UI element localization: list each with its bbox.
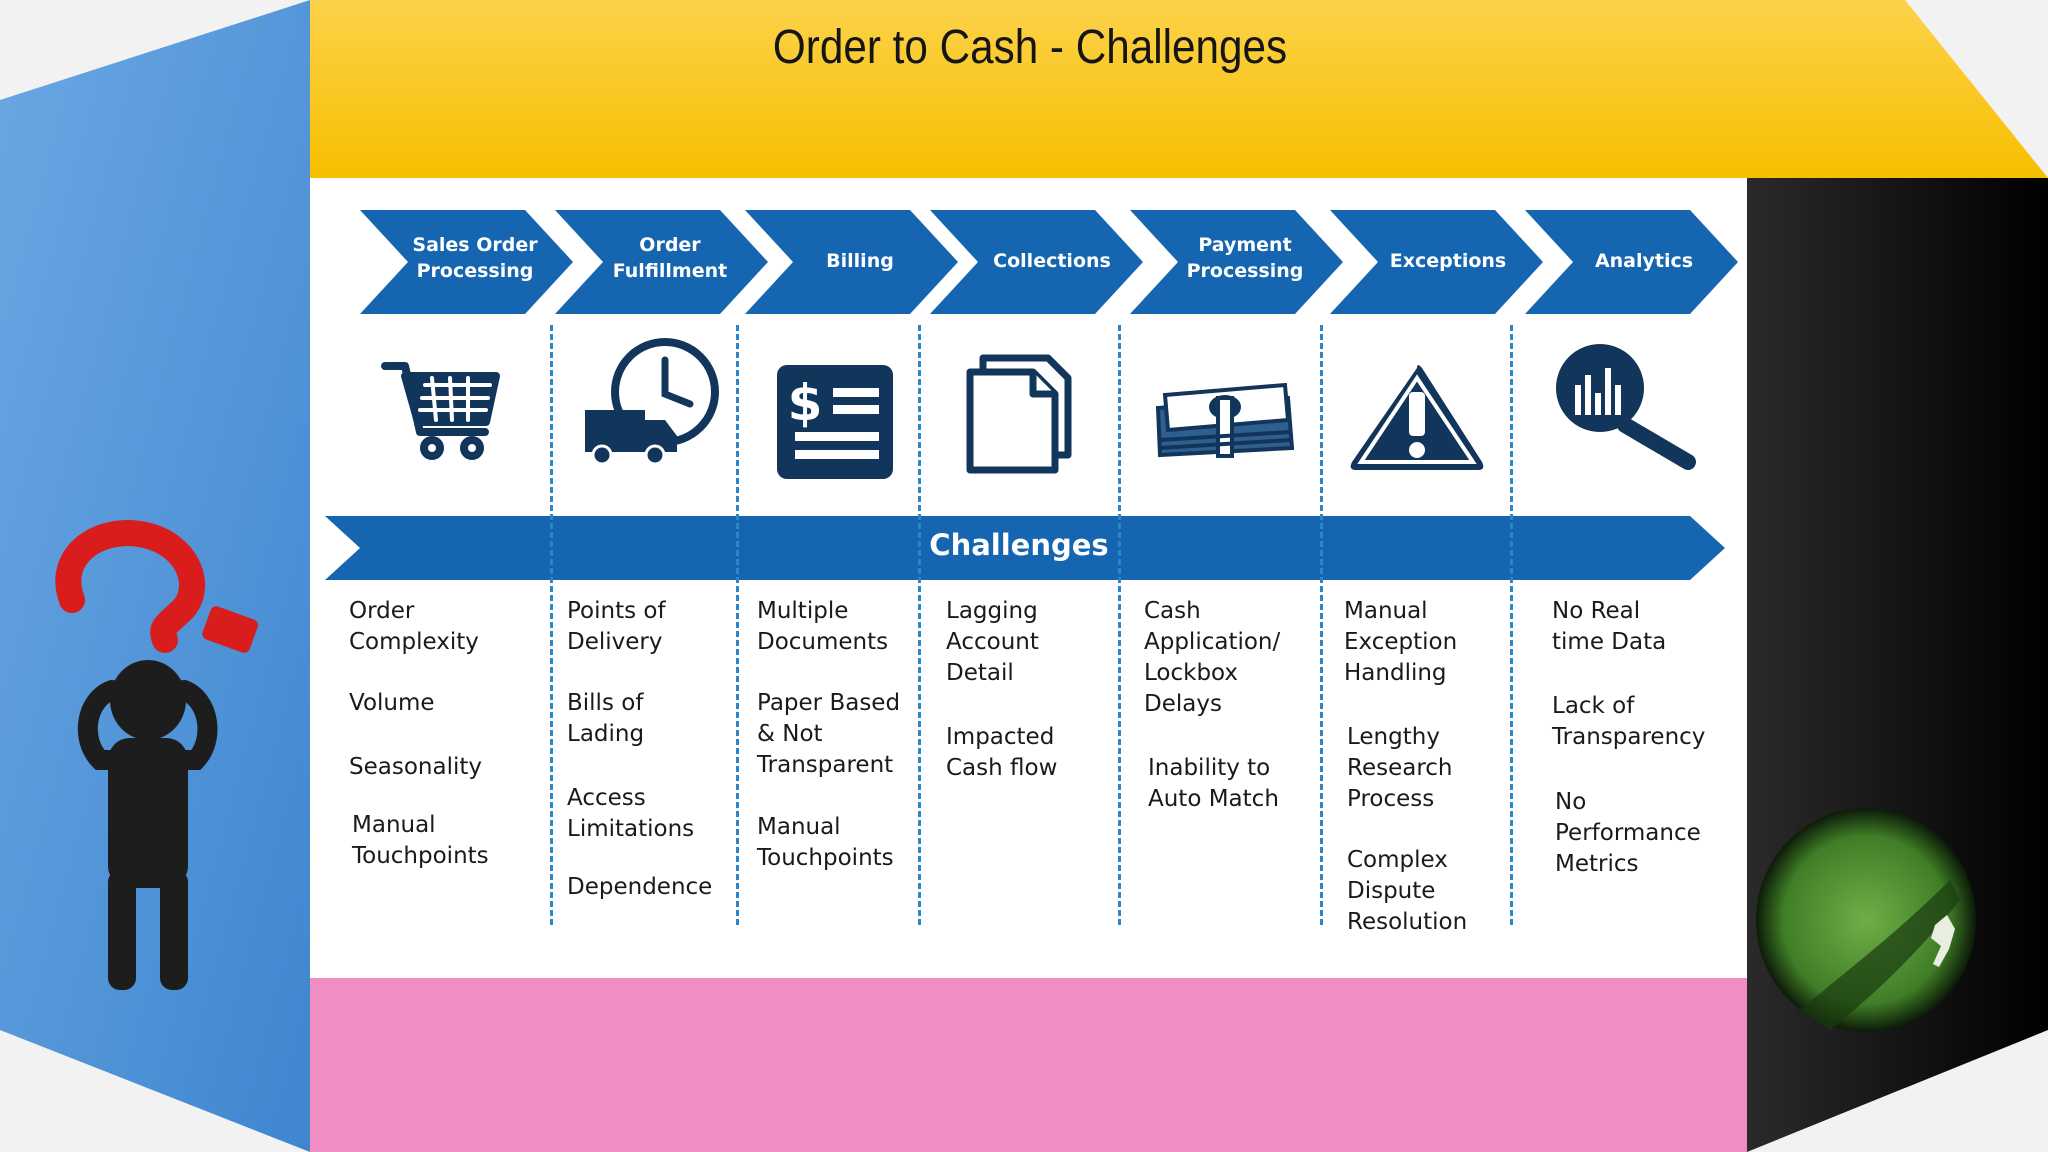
column-divider bbox=[1320, 325, 1323, 925]
boulder-climber-illustration bbox=[1756, 808, 1976, 1032]
challenge-item: Paper Based & Not Transparent bbox=[757, 690, 901, 778]
step-label-billing: Billing bbox=[826, 250, 894, 272]
challenge-item: Seasonality bbox=[349, 754, 482, 780]
chevron-collections bbox=[930, 210, 1143, 314]
challenge-item: Lack of Transparency bbox=[1552, 693, 1706, 750]
challenges-banner-label: Challenges bbox=[929, 528, 1109, 562]
challenge-item: Lengthy Research Process bbox=[1347, 724, 1453, 812]
warning-icon bbox=[1350, 365, 1484, 470]
challenges-column-collections: Lagging Account Detail Impacted Cash flo… bbox=[946, 596, 1121, 784]
challenges-column-billing: Multiple Documents Paper Based & Not Tra… bbox=[757, 596, 932, 874]
invoice-icon: $ bbox=[777, 365, 893, 479]
chevron-order-fulfillment bbox=[555, 210, 768, 314]
challenge-item: Inability to Auto Match bbox=[1148, 755, 1279, 812]
column-divider bbox=[1510, 325, 1513, 925]
step-label-collections: Collections bbox=[993, 250, 1111, 272]
challenge-item: Order Complexity bbox=[349, 598, 479, 655]
challenge-item: Cash Application/ Lockbox Delays bbox=[1144, 598, 1281, 717]
chevron-payment-processing bbox=[1130, 210, 1343, 314]
question-mark-stick-figure-illustration bbox=[55, 520, 258, 990]
svg-text:$: $ bbox=[788, 374, 823, 432]
documents-icon bbox=[966, 354, 1072, 474]
step-label-exceptions: Exceptions bbox=[1389, 250, 1507, 272]
challenge-item: Dependence bbox=[567, 874, 713, 900]
challenge-item: Points of Delivery bbox=[567, 598, 666, 655]
shopping-cart-icon bbox=[381, 362, 500, 460]
challenge-item: No Performance Metrics bbox=[1555, 789, 1701, 877]
bottom-band bbox=[310, 978, 1747, 1152]
challenges-column-analytics: No Real time Data Lack of Transparency N… bbox=[1552, 596, 1732, 880]
challenge-item: Impacted Cash flow bbox=[946, 724, 1058, 781]
challenge-item: Complex Dispute Resolution bbox=[1347, 847, 1468, 935]
step-label-sales-order: Sales Order Processing bbox=[412, 234, 538, 282]
challenges-column-exceptions: Manual Exception Handling Lengthy Resear… bbox=[1344, 596, 1519, 938]
challenge-item: Lagging Account Detail bbox=[946, 598, 1039, 686]
challenge-item: Manual Touchpoints bbox=[352, 812, 489, 869]
column-divider bbox=[918, 325, 921, 925]
challenge-item: Manual Touchpoints bbox=[757, 814, 894, 871]
chevron-sales-order bbox=[360, 210, 573, 314]
challenge-item: Bills of Lading bbox=[567, 690, 645, 747]
step-label-payment-processing: Payment Processing bbox=[1186, 234, 1304, 282]
step-label-analytics: Analytics bbox=[1594, 250, 1694, 272]
chevron-analytics bbox=[1525, 210, 1738, 314]
challenges-column-order-fulfillment: Points of Delivery Bills of Lading Acces… bbox=[567, 596, 742, 903]
analytics-magnifier-icon bbox=[1556, 344, 1696, 470]
challenges-column-payment-processing: Cash Application/ Lockbox Delays Inabili… bbox=[1144, 596, 1319, 815]
slide-title: Order to Cash - Challenges bbox=[772, 21, 1288, 74]
column-divider bbox=[736, 325, 739, 925]
chevron-billing bbox=[745, 210, 958, 314]
column-divider bbox=[550, 325, 553, 925]
column-divider bbox=[1118, 325, 1121, 925]
step-label-order-fulfillment: Order Fulfillment bbox=[612, 234, 728, 282]
top-band bbox=[310, 0, 2048, 178]
challenges-banner bbox=[325, 516, 1725, 580]
challenge-item: Manual Exception Handling bbox=[1344, 598, 1458, 686]
chevron-exceptions bbox=[1330, 210, 1543, 314]
challenge-item: Access Limitations bbox=[567, 785, 695, 842]
challenges-column-sales-order: Order Complexity Volume Seasonality Manu… bbox=[349, 596, 524, 872]
challenge-item: Volume bbox=[349, 690, 435, 716]
challenge-item: No Real time Data bbox=[1552, 598, 1667, 655]
left-wall bbox=[0, 0, 310, 1152]
cash-stack-icon bbox=[1155, 382, 1295, 458]
challenge-item: Multiple Documents bbox=[757, 598, 889, 655]
delivery-truck-clock-icon bbox=[585, 338, 719, 466]
